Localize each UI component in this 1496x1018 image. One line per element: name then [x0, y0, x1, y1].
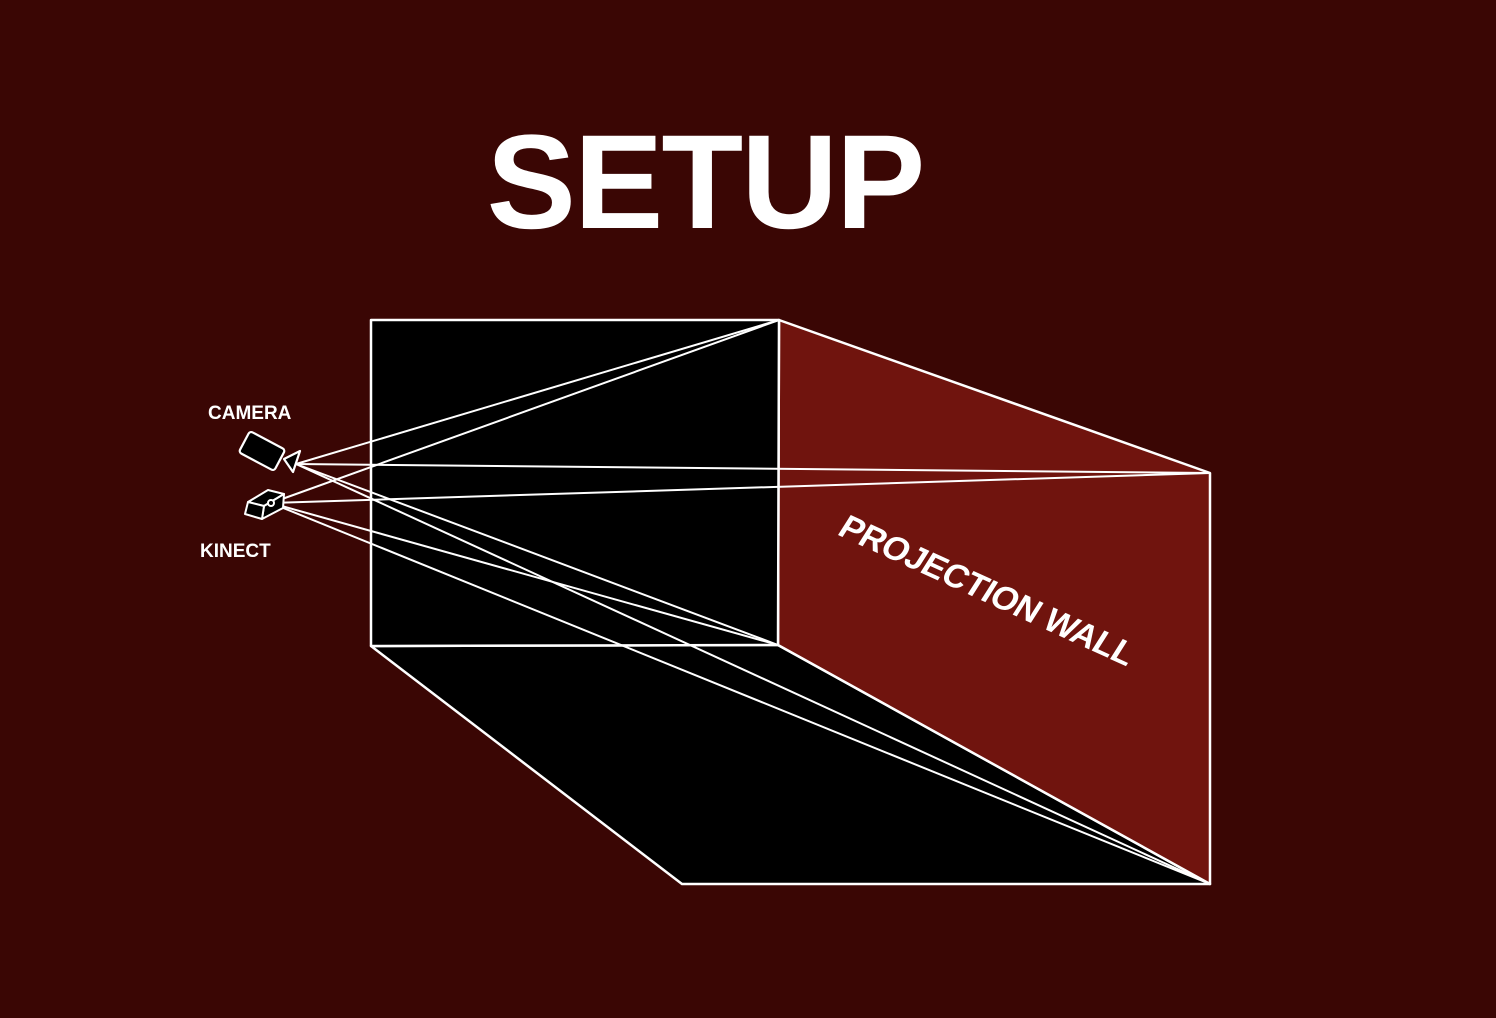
- kinect-ray-wall-top: [270, 472, 1211, 504]
- video-camera-icon: [238, 430, 302, 474]
- camera-label: CAMERA: [208, 403, 292, 424]
- kinect-ray-bottom-corner: [270, 502, 779, 646]
- rays: [270, 319, 1211, 885]
- camera-ray-top-corner: [295, 319, 780, 465]
- camera-ray-bottom-corner: [295, 463, 779, 646]
- kinect-ray-top-corner: [270, 319, 780, 504]
- kinect-ray-wall-bottom: [270, 502, 1211, 885]
- page-title: SETUP: [487, 108, 924, 257]
- camera-ray-wall-bottom: [295, 463, 1211, 885]
- camera-ray-wall-top: [295, 463, 1211, 474]
- room: [369, 318, 1212, 886]
- kinect-label: KINECT: [200, 541, 271, 562]
- front-box-face: [369, 318, 781, 648]
- depth-sensor-icon: [244, 489, 285, 520]
